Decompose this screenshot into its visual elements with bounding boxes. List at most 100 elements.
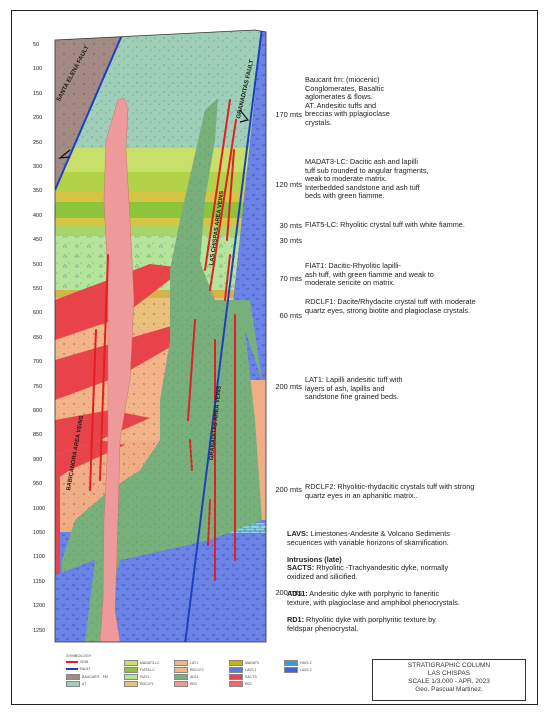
legend-item: SACTS <box>229 674 257 680</box>
legend-label: BAUCARIT - FM <box>82 674 108 679</box>
drawing-frame <box>11 10 538 705</box>
santa-elena-fault <box>55 30 126 191</box>
description-line: RDCLF1: Dacite/Rhydacite crystal tuff wi… <box>305 297 476 306</box>
note-line: SACTS: Rhyolitic -Trachyandesitic dyke, … <box>287 563 449 573</box>
description-line: weak to moderate matrix. <box>305 174 387 184</box>
legend-label: RDCLF1 <box>140 681 154 686</box>
description-line: moderate sericite on matrix. <box>305 278 396 288</box>
note-line: secuences with variable horizons of skar… <box>287 537 449 547</box>
description-line: AT. Andesitic tuffs and <box>305 100 377 110</box>
rd1-dyke <box>99 97 135 642</box>
legend-swatch <box>124 667 138 673</box>
description-line: ash tuff, with green fiamme and weak to <box>305 269 434 279</box>
depth-tick: 250 <box>33 139 43 146</box>
description-line: Baucarit fm: (miocenic) <box>305 75 380 84</box>
legend-label: AD11 <box>190 674 199 679</box>
unit-description: FIAT5-LC: Rhyolitic crystal tuff with wh… <box>305 220 533 230</box>
note-line: RD1: Rhyolitic dyke with porphyritic tex… <box>287 614 436 624</box>
legend-swatch <box>66 668 78 670</box>
layer-fiat5 <box>55 192 266 202</box>
depth-tick: 550 <box>33 286 43 292</box>
title-block: STRATIGRAPHIC COLUMN LAS CHISPAS SCALE 1… <box>372 659 526 701</box>
layer-rdclf1 <box>55 290 266 298</box>
legend-swatch <box>229 667 243 673</box>
legend-swatch <box>229 674 243 680</box>
legend-swatch <box>66 674 80 680</box>
depth-tick: 800 <box>33 408 43 414</box>
note-line: feldspar phenocrystal. <box>287 623 359 633</box>
depth-tick: 500 <box>33 261 43 268</box>
legend-label: LAT1 <box>190 660 199 665</box>
legend-label: AT <box>82 681 87 686</box>
title-line-3: SCALE 1/3,000 - APR, 2023 <box>408 678 490 685</box>
legend-label: RD1 <box>190 681 198 686</box>
legend-item: BAUCARIT - FM <box>66 674 108 680</box>
legend-item: RDCLF2 <box>174 667 204 673</box>
veins <box>89 99 237 581</box>
unit-description: RDCLF2: Rhyolitic-rhydacitic crystals tu… <box>305 482 533 500</box>
depth-tick: 1050 <box>33 530 46 536</box>
legend-label: LAVS 2 <box>300 667 312 672</box>
legend-swatch <box>124 674 138 680</box>
description-line: crystals. <box>305 117 332 127</box>
description-line: beds with green fiamme. <box>305 191 385 201</box>
legend-label: FIAT5-LC <box>140 667 155 672</box>
legend-item: RD1 <box>174 681 197 687</box>
depth-tick: 1100 <box>33 554 45 561</box>
depth-tick: 950 <box>33 481 43 488</box>
legend-swatch <box>66 661 78 663</box>
title-line-4: Geo. Pascual Martinez. <box>415 686 483 693</box>
legend-label: RDCLF2 <box>190 667 204 672</box>
unit-thickness: 200 mts <box>275 382 302 391</box>
depth-tick: 1000 <box>33 505 46 512</box>
depth-tick: 50 <box>33 42 40 48</box>
legend-swatch <box>124 681 138 687</box>
legend-item: AT <box>66 681 86 687</box>
legend-swatch <box>174 667 188 673</box>
description-line: Conglomerates, Basaltic <box>305 83 385 93</box>
legend-swatch <box>124 660 138 666</box>
description-line: FIAT5-LC: Rhyolitic crystal tuff with wh… <box>305 220 465 229</box>
description-line: tuff sub rounded to angular fragments, <box>305 165 429 175</box>
unit-thickness: 30 mts <box>279 221 302 230</box>
legend-item: FAVS 2 <box>284 660 312 666</box>
depth-tick: 850 <box>33 432 43 439</box>
legend-label: MADAT3-LC <box>140 660 160 665</box>
lower-notes: LAVS: Limestones-Andesite & Volcano Sedi… <box>287 529 532 633</box>
unit-description: FIAT1: Dacitic-Rhyolitic lapilli-ash tuf… <box>305 261 533 288</box>
unit-thickness: 200 mts <box>275 485 302 494</box>
depth-tick: 300 <box>33 164 43 170</box>
description-line: breccias with pplagioclase <box>305 109 390 119</box>
description-line: RDCLF2: Rhyolitic-rhydacitic crystals tu… <box>305 482 475 491</box>
legend-title: SYMBOLOGY <box>66 653 92 658</box>
legend-item: LAVS 2 <box>284 667 312 673</box>
depth-tick: 700 <box>33 359 43 366</box>
note-line: Intrusions (late) <box>287 554 342 564</box>
description-line: aglomerates & flows. <box>305 92 373 102</box>
description-line: quartz eyes in an aphanitic matrix.. <box>305 490 418 500</box>
legend-label: RD1 <box>245 681 253 686</box>
unit-description: Baucarit fm: (miocenic)Conglomerates, Ba… <box>305 75 533 128</box>
depth-tick: 1150 <box>33 578 45 585</box>
description-line: FIAT1: Dacitic-Rhyolitic lapilli- <box>305 261 401 270</box>
note-line: oxidized and silicified. <box>287 571 358 581</box>
description-line: quartz eyes, strong biotite and plagiocl… <box>305 305 471 315</box>
legend-item: FIAT1 <box>124 674 149 680</box>
legend-swatch <box>174 674 188 680</box>
legend-item: RD1 <box>229 681 252 687</box>
legend-item: RDCLF1 <box>124 681 154 687</box>
legend-item: LAVS 1 <box>229 667 257 673</box>
depth-tick: 350 <box>33 188 43 195</box>
title-line-1: STRATIGRAPHIC COLUMN <box>407 662 491 669</box>
unit-thickness: 120 mts <box>275 180 302 189</box>
legend-label: LAVS 1 <box>245 667 257 672</box>
granaditas-fault <box>184 30 263 642</box>
legend-swatch <box>229 660 243 666</box>
depth-tick: 600 <box>33 310 43 317</box>
legend-swatch <box>174 681 188 687</box>
unit-thickness: 60 mts <box>279 311 302 320</box>
depth-tick: 1200 <box>33 603 46 610</box>
